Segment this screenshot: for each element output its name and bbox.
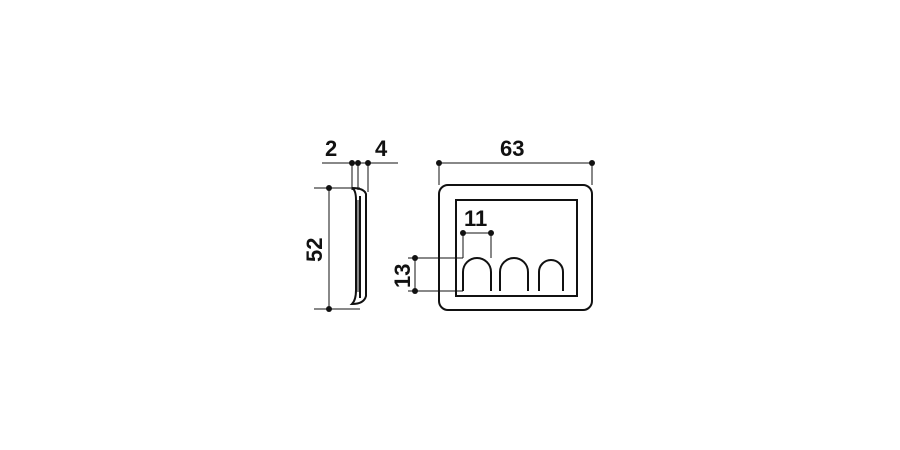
dimension-slot-height: 13	[390, 255, 463, 294]
dimension-label-13: 13	[390, 264, 415, 288]
slot-3	[538, 259, 564, 291]
dimension-width: 63	[436, 136, 595, 185]
dimension-label-52: 52	[302, 238, 327, 262]
front-outer-frame	[438, 184, 593, 311]
side-view	[349, 187, 367, 306]
side-profile-outer	[349, 187, 367, 306]
dimension-slot-width: 11	[460, 206, 494, 258]
dimension-label-11: 11	[464, 206, 487, 231]
slot-2	[499, 257, 529, 291]
dimension-height: 52	[302, 185, 360, 312]
dimension-label-2: 2	[325, 136, 337, 161]
slot-1	[462, 257, 492, 291]
dimension-label-63: 63	[500, 136, 524, 161]
dimension-thickness: 2 4	[322, 136, 398, 192]
front-inner-frame	[455, 199, 578, 297]
dimension-label-4: 4	[375, 136, 388, 161]
front-view	[438, 184, 593, 311]
